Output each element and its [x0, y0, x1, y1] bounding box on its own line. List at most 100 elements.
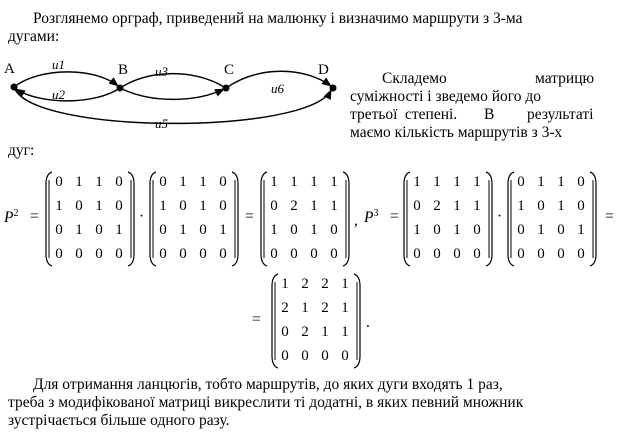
matrix-cell: 1: [281, 276, 289, 292]
matrix-cell: 1: [179, 174, 187, 190]
matrix-cell: 1: [95, 174, 103, 190]
matrix-cell: 1: [159, 198, 167, 214]
matrix-cell: 1: [301, 300, 309, 316]
edge-u3-lower: [119, 87, 225, 101]
edge-u6: [225, 70, 332, 89]
matrix-cell: 0: [341, 348, 349, 364]
matrix-cell: 2: [321, 276, 329, 292]
matrix-cell: 0: [330, 222, 338, 238]
matrix-cell: 0: [433, 222, 441, 238]
matrix-bracket-right: [485, 171, 493, 267]
matrix-bracket-left: [45, 171, 53, 267]
matrix-cell: 1: [55, 198, 63, 214]
matrix-cell: 0: [199, 246, 207, 262]
matrix-cell: 0: [310, 246, 318, 262]
matrix-cell: 0: [159, 222, 167, 238]
side-line-3a: третьої: [350, 106, 398, 123]
matrix-cell: 1: [577, 222, 585, 238]
matrix-cell: 2: [301, 276, 309, 292]
matrix-cell: 0: [281, 348, 289, 364]
matrix-cell: 0: [537, 198, 545, 214]
matrix-cell: 2: [281, 300, 289, 316]
edge-label-u6: u6: [271, 81, 285, 96]
matrix-cell: 0: [517, 222, 525, 238]
matrix-cell: 1: [537, 222, 545, 238]
matrix-cell: 1: [453, 198, 461, 214]
matrix-cell: 1: [330, 198, 338, 214]
matrix-cell: 0: [199, 222, 207, 238]
matrix-cell: 0: [577, 246, 585, 262]
matrix-cell: 0: [301, 348, 309, 364]
matrix-bracket-right: [589, 171, 597, 267]
side-line-5: дуг:: [8, 142, 35, 159]
matrix-bracket-right: [231, 171, 239, 267]
matrix-cell: 1: [75, 174, 83, 190]
matrix-cell: 0: [75, 198, 83, 214]
matrix-cell: 0: [330, 246, 338, 262]
matrix-cell: 0: [219, 198, 227, 214]
matrix-cell: 1: [290, 174, 298, 190]
period: .: [366, 314, 370, 331]
matrix-cell: 0: [270, 246, 278, 262]
matrix-cell: 0: [517, 246, 525, 262]
matrix-cell: 0: [95, 222, 103, 238]
matrix-cell: 1: [453, 222, 461, 238]
multiply-dot: ·: [497, 208, 503, 225]
matrix-cell: 1: [330, 174, 338, 190]
matrix-cell: 0: [219, 174, 227, 190]
matrix-cell: 0: [270, 198, 278, 214]
edge-u5: [13, 86, 332, 125]
matrix-cell: 0: [413, 198, 421, 214]
intro-line-1: Розглянемо орграф, приведений на малюнку…: [33, 10, 523, 27]
edge-u1: [13, 71, 119, 88]
matrix-cell: 1: [473, 174, 481, 190]
matrix-bracket-left: [271, 273, 279, 369]
matrix-cell: 0: [473, 222, 481, 238]
edge-label-u5: u5: [155, 116, 169, 131]
matrix-cell: 2: [290, 198, 298, 214]
matrix-cell: 0: [179, 246, 187, 262]
matrix-cell: 0: [413, 246, 421, 262]
matrix-bracket-left: [507, 171, 515, 267]
matrix-cell: 1: [219, 222, 227, 238]
p2-label: P2: [4, 208, 19, 226]
matrix-cell: 0: [219, 246, 227, 262]
matrix-cell: 0: [55, 222, 63, 238]
edge-u2: [15, 87, 121, 102]
matrix-cell: 0: [281, 324, 289, 340]
side-line-3b: степені.: [405, 106, 458, 123]
matrix-cell: 1: [270, 222, 278, 238]
matrix-cell: 1: [179, 222, 187, 238]
matrix-cell: 0: [537, 246, 545, 262]
side-line-1b: матрицю: [535, 70, 595, 87]
matrix-cell: 0: [179, 198, 187, 214]
matrix-cell: 0: [55, 246, 63, 262]
matrix-cell: 0: [453, 246, 461, 262]
matrix-cell: 0: [557, 222, 565, 238]
matrix-cell: 1: [537, 174, 545, 190]
vertex-label-c: C: [224, 62, 234, 78]
vertex-label-a: A: [4, 61, 15, 77]
edge-label-u2: u2: [52, 87, 66, 102]
matrix-cell: 1: [433, 174, 441, 190]
equals-sign: =: [390, 208, 399, 225]
matrix-cell: 2: [433, 198, 441, 214]
equals-sign: =: [605, 208, 614, 225]
matrix-cell: 0: [473, 246, 481, 262]
matrix-cell: 2: [301, 324, 309, 340]
matrix-cell: 1: [413, 174, 421, 190]
edge-label-u3: u3: [155, 64, 169, 79]
outro-line-3: зустрічається більше одного разу.: [8, 412, 230, 429]
matrix-cell: 0: [115, 174, 123, 190]
side-line-1a: Складемо: [382, 70, 447, 87]
multiply-dot: ·: [139, 208, 145, 225]
matrix-bracket-left: [149, 171, 157, 267]
matrix-cell: 0: [290, 222, 298, 238]
equals-sign: =: [245, 208, 254, 225]
matrix-cell: 0: [115, 198, 123, 214]
